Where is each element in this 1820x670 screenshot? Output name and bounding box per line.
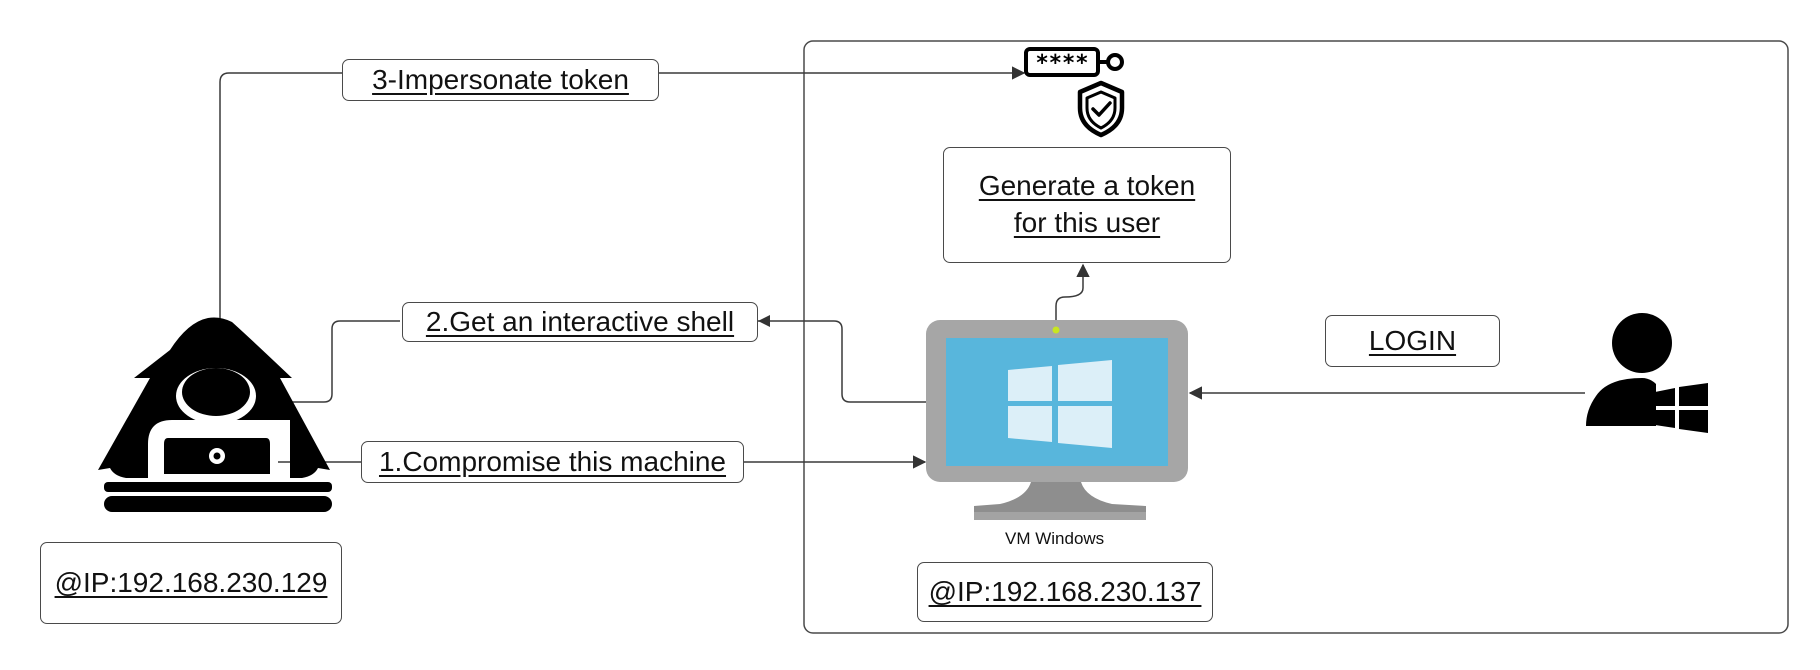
shell-arrow <box>263 320 926 402</box>
compromise-machine-label: 1.Compromise this machine <box>361 441 744 483</box>
monitor-icon <box>926 320 1188 520</box>
hacker-icon <box>98 317 332 512</box>
victim-ip-label: @IP:192.168.230.137 <box>917 562 1213 622</box>
vm-windows-label: VM Windows <box>1005 529 1105 548</box>
shield-check-icon <box>1077 80 1125 138</box>
interactive-shell-label: 2.Get an interactive shell <box>402 302 758 342</box>
user-windows-logo-icon <box>1655 383 1708 433</box>
generate-token-box: Generate a token for this user <box>943 147 1231 263</box>
impersonate-arrow <box>219 66 1026 330</box>
user-windows-icon <box>1586 313 1708 433</box>
generate-token-line-1: Generate a token <box>978 170 1196 202</box>
generate-arrow <box>1055 263 1090 320</box>
vm-environment-frame <box>803 40 1789 634</box>
login-label: LOGIN <box>1325 315 1500 367</box>
token-key-icon: **** <box>1024 47 1124 77</box>
svg-text:****: **** <box>1036 51 1089 76</box>
generate-token-line-2: for this user <box>1013 207 1161 238</box>
impersonate-token-label: 3-Impersonate token <box>342 59 659 101</box>
windows-logo-icon <box>1008 360 1112 448</box>
attacker-ip-label: @IP:192.168.230.129 <box>40 542 342 624</box>
